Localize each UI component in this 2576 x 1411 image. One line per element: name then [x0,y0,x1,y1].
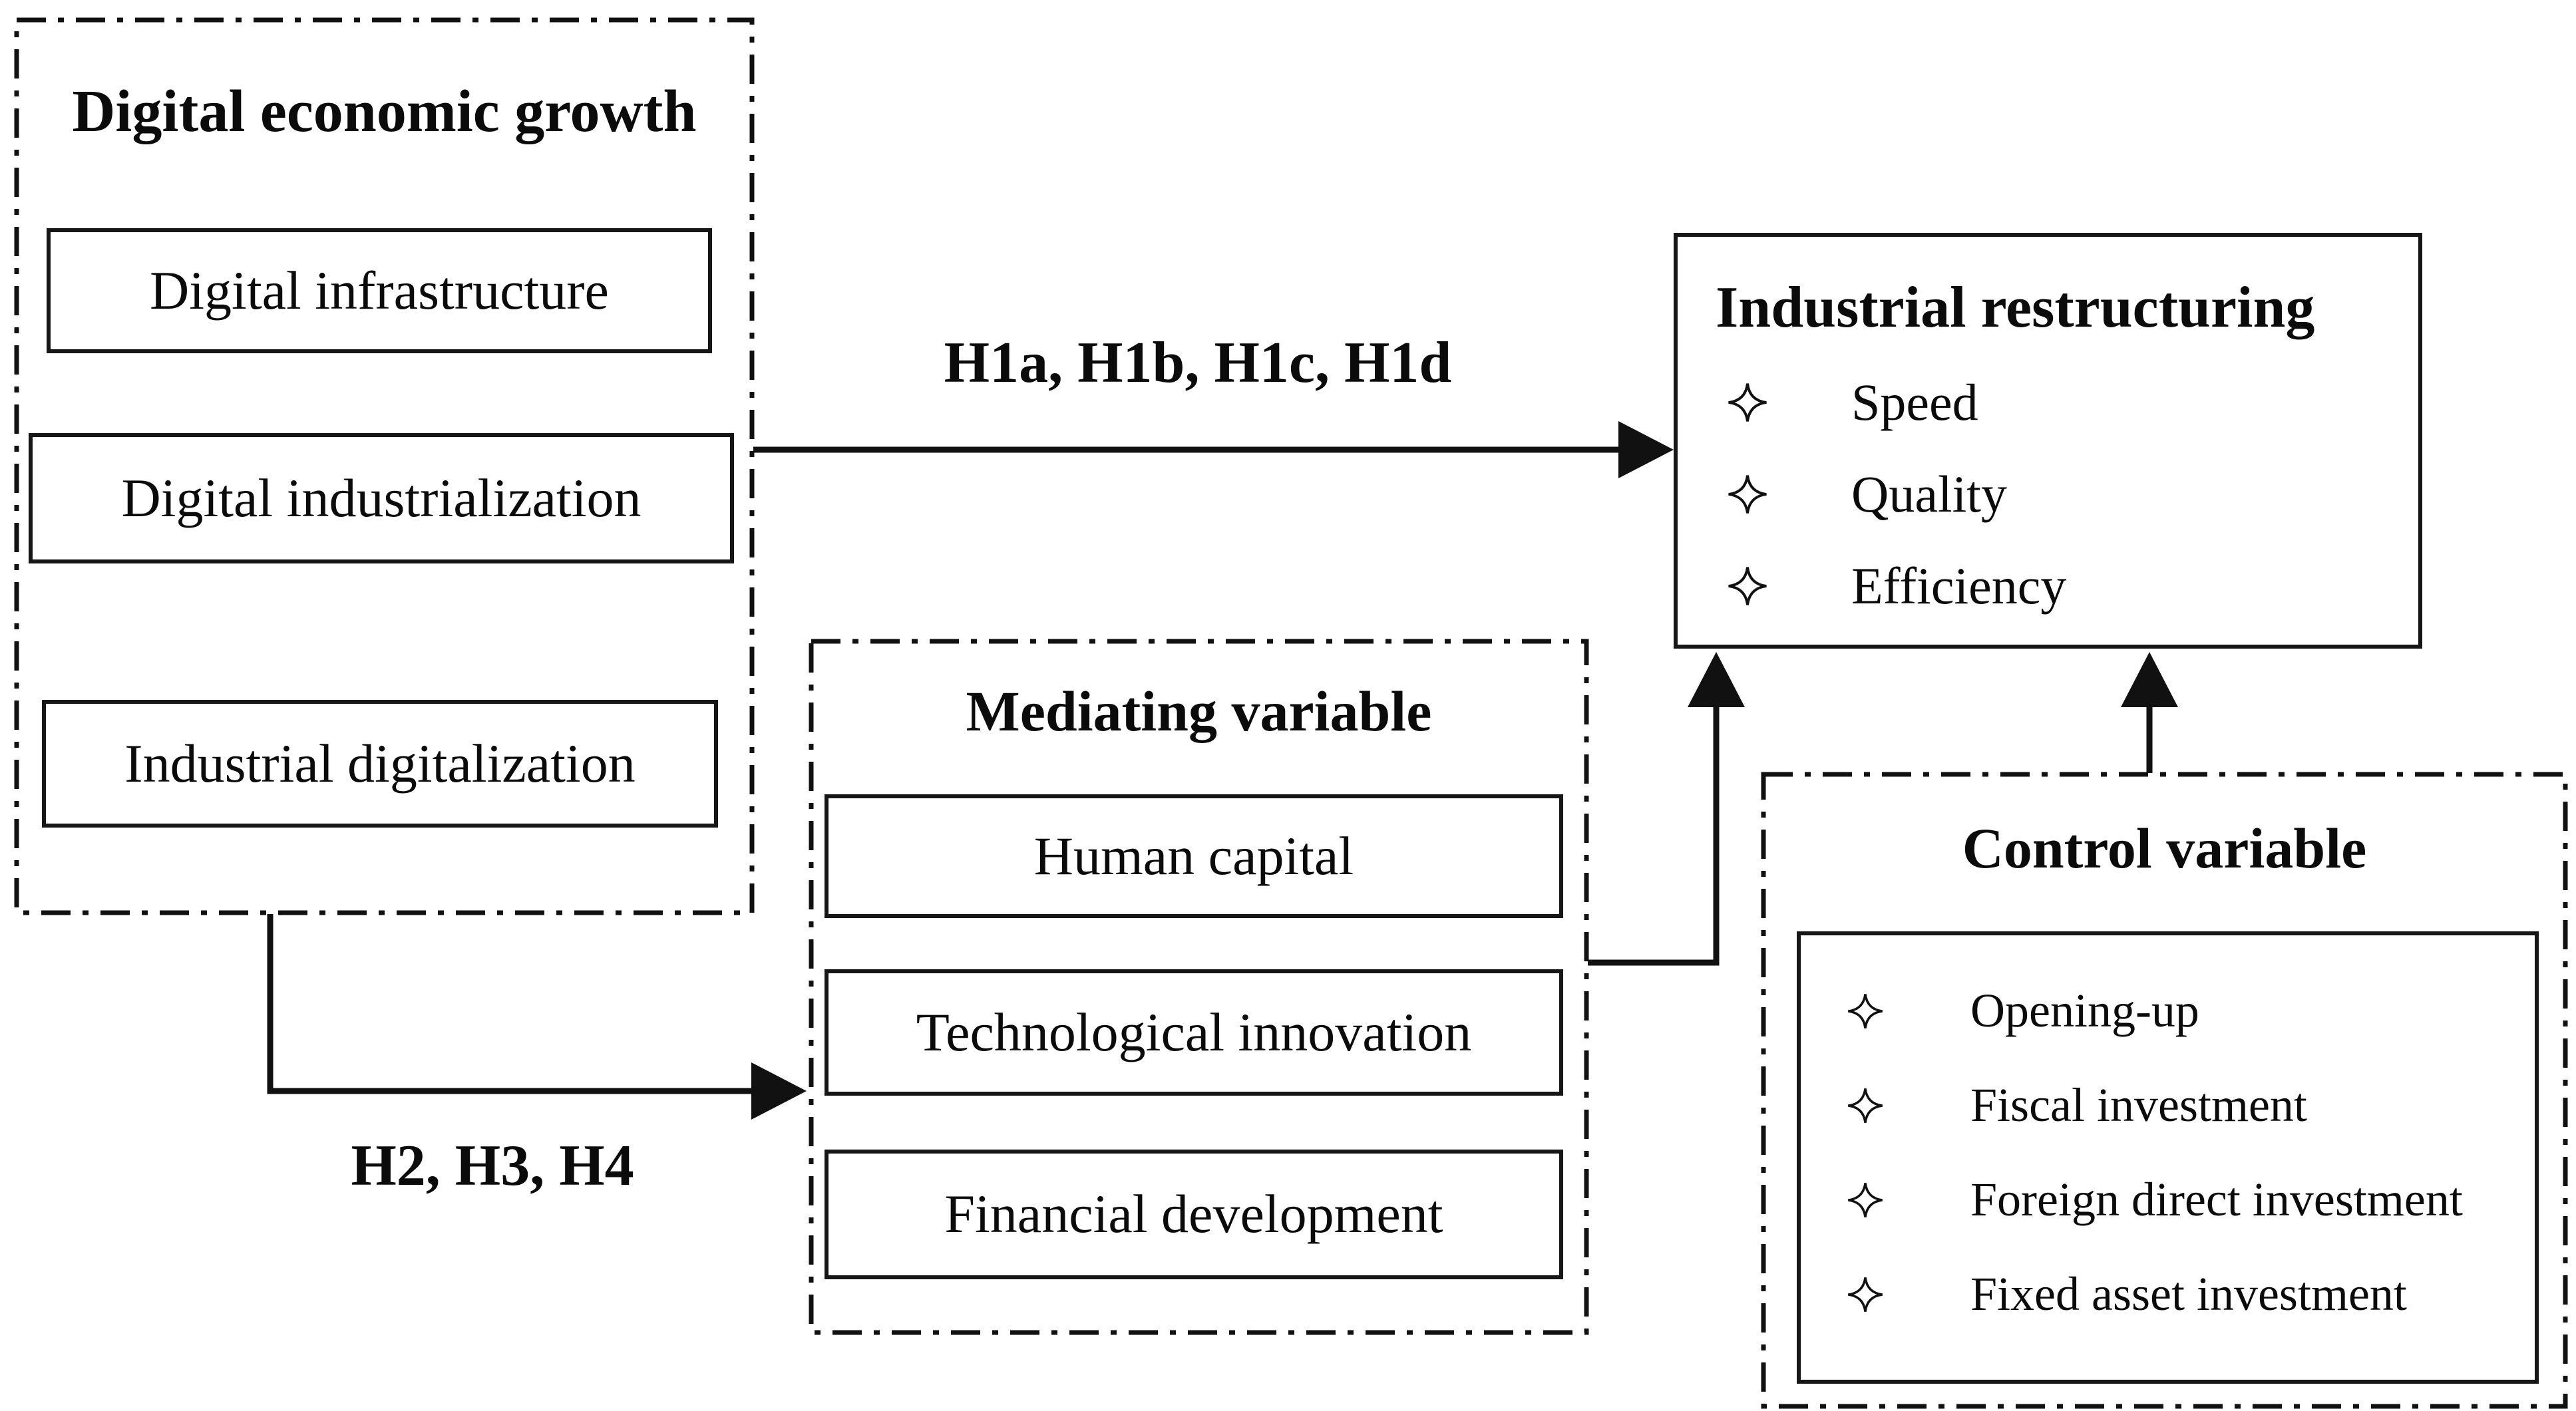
control-variable-group-border [1761,772,2568,1409]
four-pointed-star-icon [1728,567,1767,605]
speed-row: Speed [1727,373,1978,432]
technological-innovation-box: Technological innovation [825,969,1563,1096]
arrow-mediating-line [1588,705,1720,966]
fixed-asset-investment-label: Fixed asset investment [1970,1267,2407,1321]
speed-label: Speed [1851,373,1978,431]
arrow-h2-head [751,1062,807,1120]
four-pointed-star-icon [1728,475,1767,514]
industrial-digitalization-label: Industrial digitalization [124,732,636,794]
digital-infrastructure-box: Digital infrastructure [47,228,712,353]
four-pointed-star-icon [1848,1182,1883,1217]
arrow-control-head [2121,652,2178,707]
mediating-variable-title: Mediating variable [966,679,1432,743]
quality-label: Quality [1851,465,2007,523]
digital-industrialization-label: Digital industrialization [121,467,642,528]
industrial-restructuring-box [1674,233,2422,649]
digital-economic-growth-group-border [14,17,755,915]
h2-hypotheses-label: H2, H3, H4 [351,1134,634,1198]
arrow-h2-line [267,914,759,1094]
quality-row: Quality [1727,464,2007,524]
digital-industrialization-box: Digital industrialization [29,433,734,563]
arrow-h1-head [1618,421,1674,478]
human-capital-label: Human capital [1033,825,1354,886]
h1-hypotheses-label: H1a, H1b, H1c, H1d [944,331,1452,395]
technological-innovation-label: Technological innovation [916,1001,1472,1062]
efficiency-label: Efficiency [1851,557,2067,615]
four-pointed-star-icon [1728,383,1767,422]
opening-up-label: Opening-up [1970,984,2199,1037]
foreign-direct-investment-row: Foreign direct investment [1847,1172,2463,1227]
fixed-asset-investment-row: Fixed asset investment [1847,1267,2407,1322]
digital-economic-growth-title: Digital economic growth [72,78,697,144]
fiscal-investment-row: Fiscal investment [1847,1078,2307,1133]
control-variable-inner-box [1797,931,2539,1384]
financial-development-box: Financial development [825,1150,1563,1279]
control-variable-title: Control variable [1962,816,2367,880]
foreign-direct-investment-label: Foreign direct investment [1970,1173,2463,1226]
mediating-variable-group-border [809,639,1589,1335]
four-pointed-star-icon [1848,993,1883,1028]
industrial-digitalization-box: Industrial digitalization [42,700,718,828]
opening-up-row: Opening-up [1847,983,2199,1038]
efficiency-row: Efficiency [1727,556,2066,616]
arrow-mediating-head [1688,652,1745,707]
four-pointed-star-icon [1848,1088,1883,1123]
financial-development-label: Financial development [944,1183,1443,1245]
fiscal-investment-label: Fiscal investment [1970,1078,2307,1132]
four-pointed-star-icon [1848,1277,1883,1312]
digital-infrastructure-label: Digital infrastructure [150,259,609,321]
industrial-restructuring-title: Industrial restructuring [1716,275,2315,340]
human-capital-box: Human capital [825,794,1563,918]
